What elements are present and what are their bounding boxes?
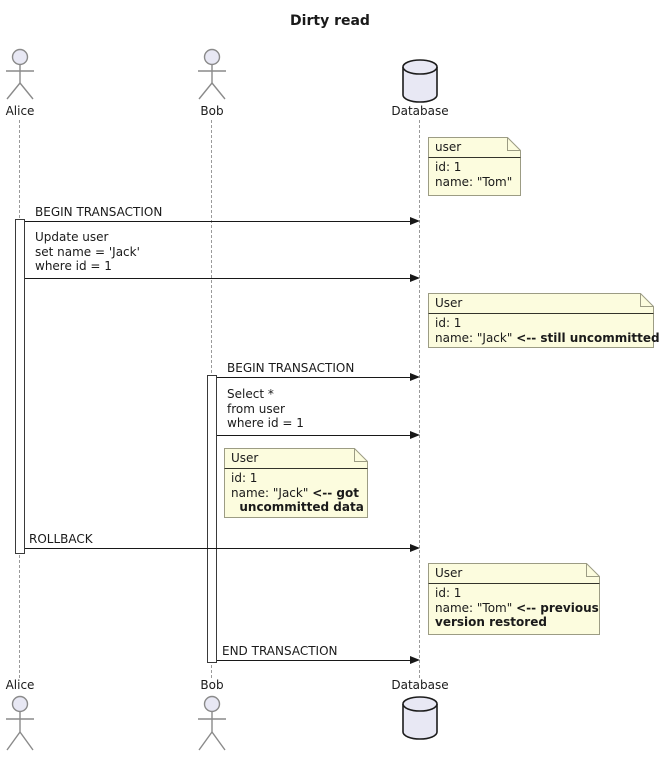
message-line: Select * [227,387,274,401]
activation-bar-bob [207,375,217,663]
note-line: id: 1 [435,586,462,600]
message-label: BEGIN TRANSACTION [35,205,163,219]
note-line: name: "Jack" <-- still uncommitted [435,330,660,345]
message-label: ROLLBACK [29,532,93,546]
activation-bar-alice [15,219,25,554]
note-line: id: 1 [435,160,462,174]
actor-icon-bob-bottom [198,695,226,751]
participant-label-alice-bottom: Alice [5,678,35,692]
note-line: name: "Tom" <-- previous [435,600,599,615]
arrowhead-icon [410,544,420,552]
message-label: END TRANSACTION [222,644,338,658]
message-line: from user [227,401,285,416]
message-arrow-line [25,278,411,279]
note-line: name: "Jack" <-- got [231,485,359,500]
note-line: uncommitted data [231,500,364,515]
participant-label-database-bottom: Database [391,678,449,692]
actor-icon-bob-top [198,48,226,100]
note-line: id: 1 [231,471,258,485]
actor-icon-alice-bottom [6,695,34,751]
arrowhead-icon [410,656,420,664]
participant-label-database-top: Database [391,104,449,118]
arrowhead-icon [410,373,420,381]
note-title: User [435,296,463,310]
participant-label-alice-top: Alice [5,104,35,118]
message-arrow-line [25,548,411,549]
message-line: where id = 1 [35,259,112,273]
database-icon-bottom [402,696,438,740]
message-line: where id = 1 [227,416,304,430]
note-fold-icon [640,293,654,307]
note-title: user [435,140,462,154]
lifeline-database [419,120,420,678]
arrowhead-icon [410,431,420,439]
message-label: Select * from user where id = 1 [227,387,304,431]
actor-icon-alice-top [6,48,34,100]
database-icon-top [402,59,438,103]
message-label: Update user set name = 'Jack' where id =… [35,230,140,274]
message-line: Update user [35,230,109,244]
message-arrow-line [25,221,411,222]
note-shape [428,137,521,196]
note-fold-icon [507,137,521,151]
message-arrow-line [217,377,411,378]
note-line: name: "Tom" [435,174,513,189]
note-line: version restored [435,615,547,630]
message-arrow-line [217,435,411,436]
participant-label-bob-bottom: Bob [200,678,224,692]
arrowhead-icon [410,217,420,225]
message-line: set name = 'Jack' [35,244,140,259]
diagram-title: Dirty read [290,13,370,29]
note-fold-icon [586,563,600,577]
message-label: BEGIN TRANSACTION [227,361,355,375]
note-title: User [435,566,463,580]
note-shape [428,563,600,635]
arrowhead-icon [410,274,420,282]
message-arrow-line [217,660,411,661]
note-fold-icon [354,448,368,462]
note-line: id: 1 [435,316,462,330]
note-shape [428,293,654,348]
note-shape [224,448,368,518]
note-title: User [231,451,259,465]
participant-label-bob-top: Bob [200,104,224,118]
